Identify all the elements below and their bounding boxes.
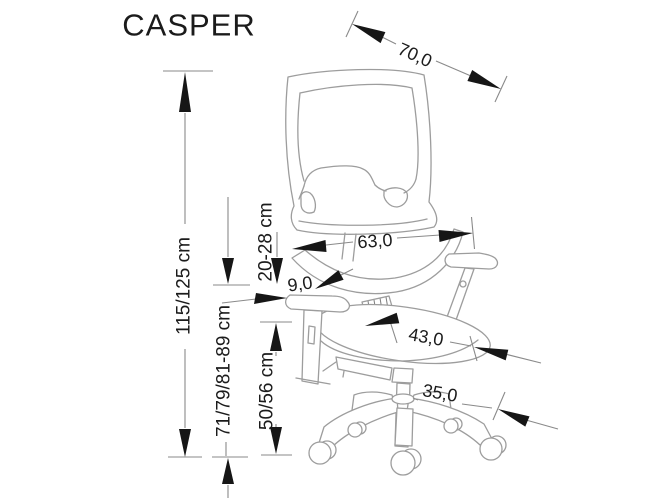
casters	[308, 417, 507, 476]
chair-base	[318, 391, 493, 449]
right-armrest	[444, 252, 499, 321]
dim-label-backrest-bottom-width: 63,0	[357, 230, 393, 252]
chair-drawing	[284, 68, 507, 476]
dim-label-seat-height: 50/56 cm	[257, 352, 278, 430]
chair-backrest	[285, 68, 438, 235]
left-armrest	[284, 294, 351, 385]
page-title: CASPER	[122, 8, 255, 43]
dim-label-armrest-height: 71/79/81-89 cm	[214, 305, 235, 437]
dim-label-armrest-pad-width: 9,0	[286, 272, 314, 295]
dim-label-backrest-top-width: 70,0	[395, 39, 435, 72]
dimension-arrows	[179, 24, 530, 484]
dim-label-backrest-height-range: 20-28 cm	[256, 202, 277, 281]
dimension-lines	[163, 10, 559, 498]
dim-label-overall-height: 115/125 cm	[174, 237, 195, 335]
chair-seat	[315, 295, 491, 365]
